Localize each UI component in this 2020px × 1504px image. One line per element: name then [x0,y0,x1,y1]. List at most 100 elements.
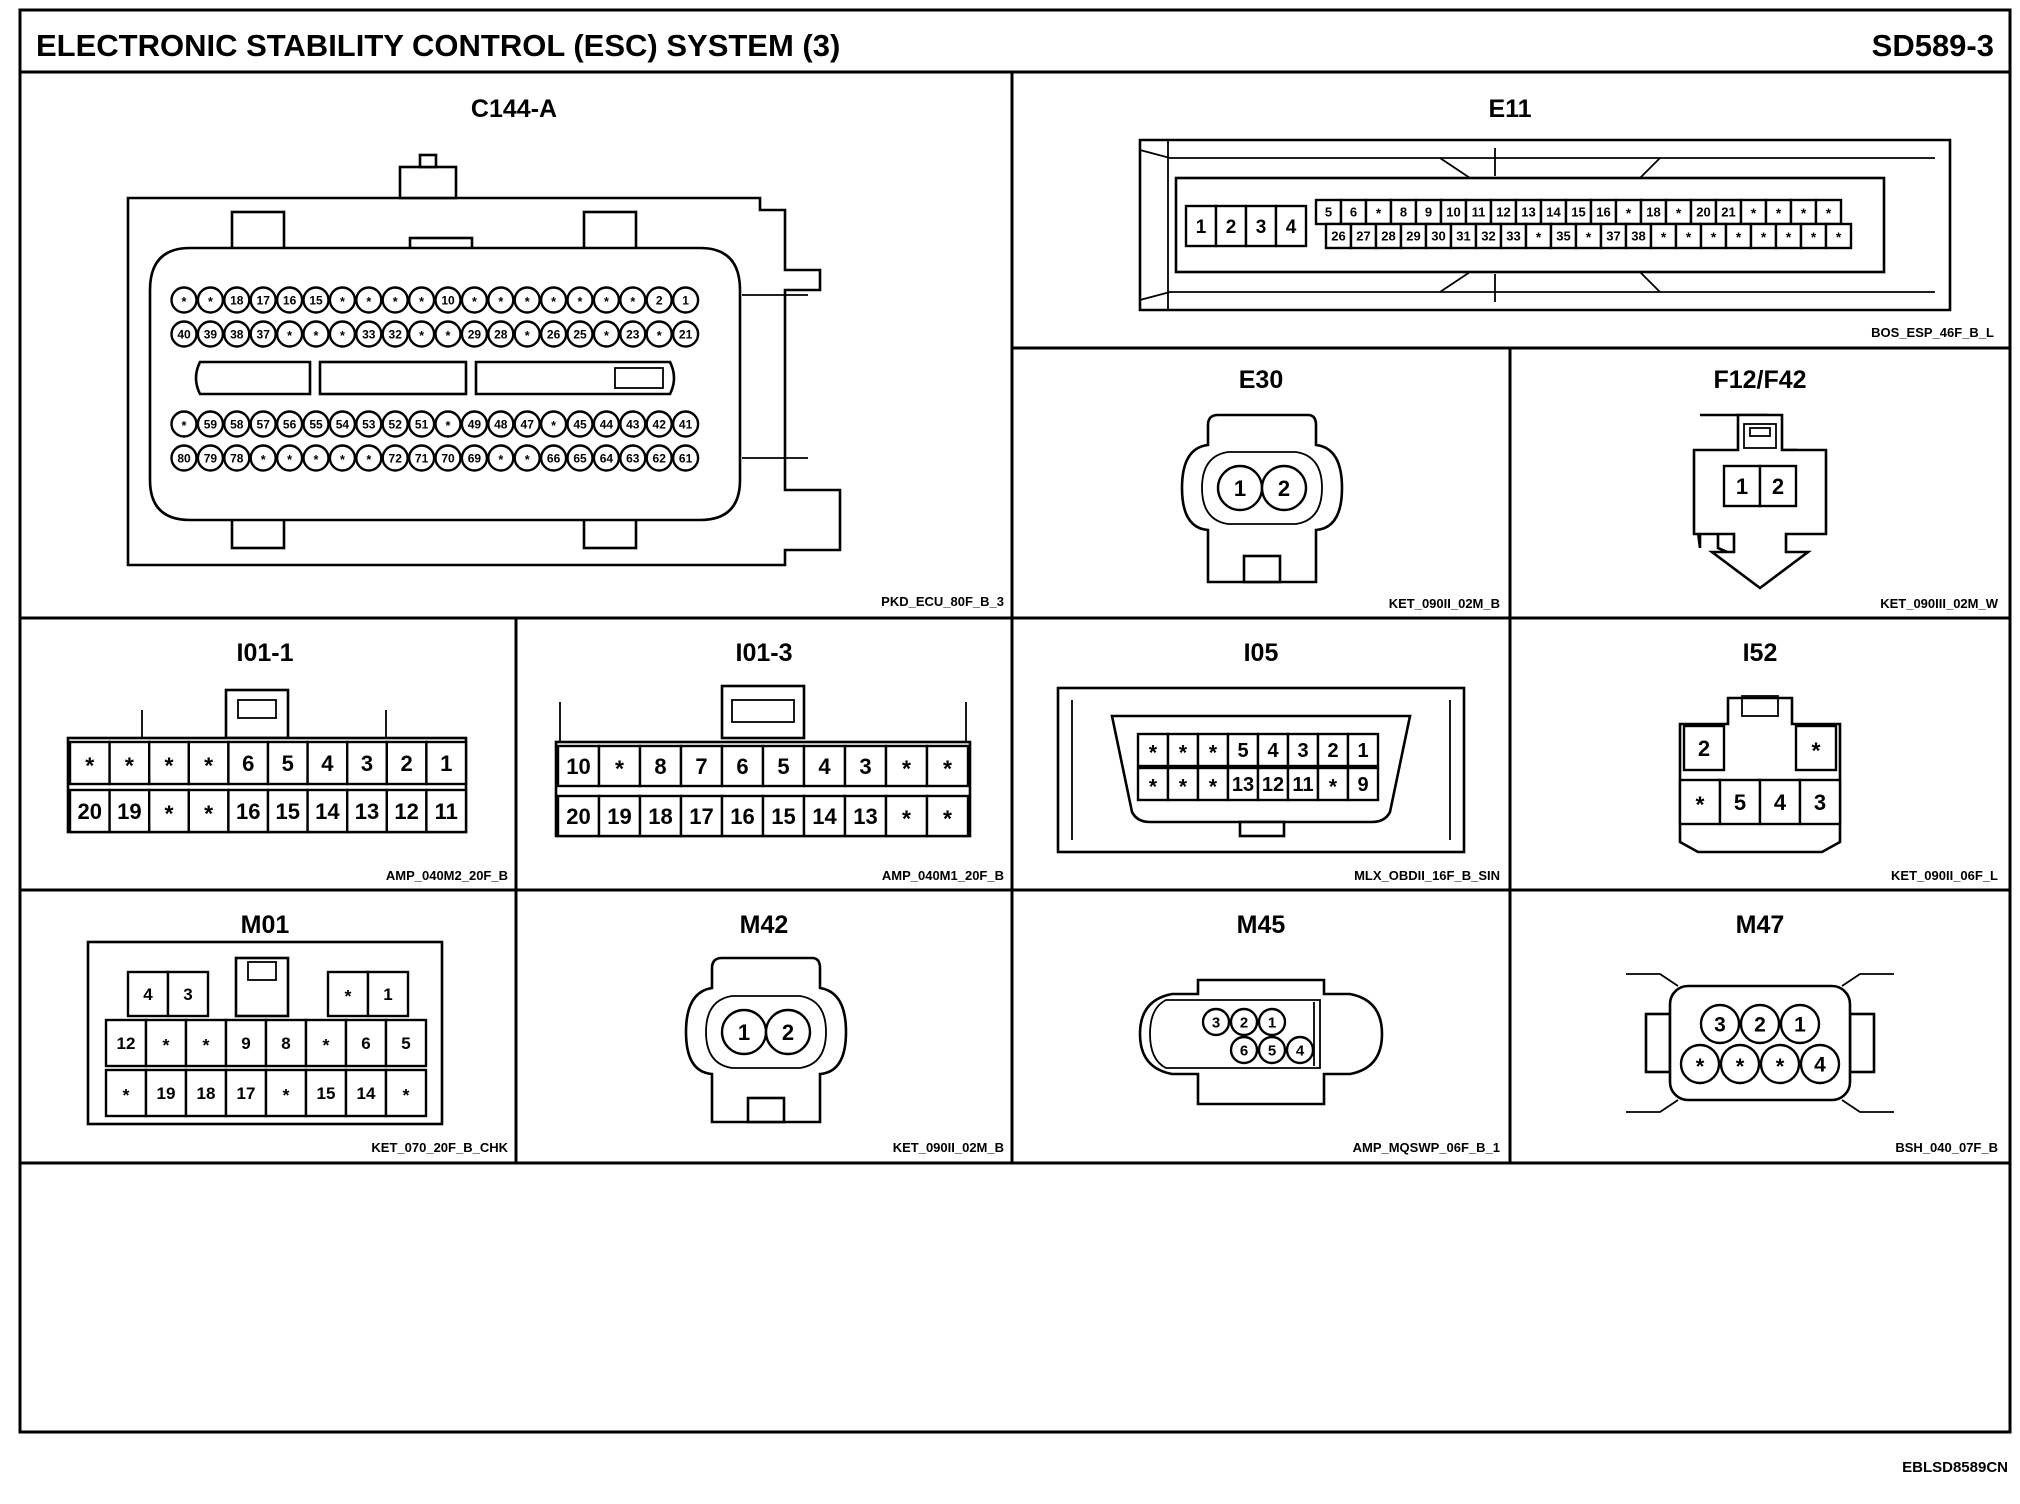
pin-cavity [1464,198,1493,226]
pin-label: 2 [1240,1014,1248,1031]
pin-label: * [1736,230,1742,245]
pin-label: 20 [78,799,102,824]
pin-label: 51 [415,417,429,431]
pin-cavity [513,444,541,472]
pin-label: 65 [573,451,587,465]
pin-cavity [1166,766,1200,802]
pin-cavity [592,286,621,314]
pin-label: * [204,801,213,827]
pin-label: 9 [1425,205,1432,220]
pin-cavity [597,794,642,838]
pin-label: 61 [679,451,693,465]
pin-label: 26 [1331,229,1345,244]
pin-label: 8 [1400,205,1407,220]
pin-cavity [802,794,847,838]
connector-name: M45 [1237,911,1286,939]
pin-label: 69 [468,451,482,465]
pin-label: 19 [117,799,141,824]
pin-label: * [1676,206,1682,221]
pin-cavity [487,286,515,314]
pin-cavity [407,320,436,348]
pin-label: 56 [283,417,297,431]
pin-cavity [384,1018,428,1068]
pin-label: 15 [276,799,300,824]
pin-label: 17 [257,293,271,307]
pin-cavity [1196,732,1230,768]
pin-label: 2 [1327,740,1338,762]
pin-label: * [393,295,398,309]
pin-cavity [275,444,304,472]
pin-cavity [1539,198,1568,226]
pin-label: * [345,986,352,1006]
pin-cavity [108,740,151,786]
pin-cavity [1474,222,1503,250]
pin-label: * [182,295,187,309]
pin-label: * [446,329,451,343]
pin-cavity [434,410,462,438]
pin-cavity [304,1068,348,1118]
pin-cavity [104,1068,148,1118]
pin-label: 16 [1596,205,1610,220]
pin-label: 28 [1381,229,1395,244]
pin-label: * [1686,230,1692,245]
pin-cavity [1424,222,1453,250]
pin-cavity [619,410,647,438]
pin-label: 21 [679,327,693,341]
pin-cavity [224,1068,268,1118]
pin-label: * [1179,776,1188,799]
part-number: AMP_040M2_20F_B [386,868,508,883]
pin-label: 5 [1268,1042,1276,1059]
pin-cavity [384,1068,428,1118]
pin-label: 4 [143,985,153,1004]
pin-label: * [165,753,174,779]
pin-label: 15 [771,804,795,829]
pin-label: 12 [1262,774,1284,796]
pin-cavity [566,444,594,472]
pin-cavity [487,320,515,348]
pin-cavity [1779,1003,1821,1045]
pin-label: 9 [241,1034,250,1053]
pin-cavity [460,410,489,438]
pin-cavity [223,410,251,438]
pin-label: 33 [1506,229,1520,244]
pin-cavity [249,320,277,348]
pin-label: * [604,329,609,343]
pin-label: 8 [281,1034,290,1053]
pin-label: 5 [401,1034,410,1053]
pin-label: 44 [600,417,614,431]
pin-label: 2 [1772,474,1784,499]
pin-label: 39 [204,327,218,341]
pin-label: 15 [309,293,323,307]
pin-label: 2 [1698,736,1710,761]
pin-label: 8 [654,754,666,779]
pin-label: 4 [321,751,334,776]
pin-cavity [539,444,568,472]
pin-cavity [645,320,673,348]
pin-label: * [525,295,530,309]
pin-label: 5 [282,751,294,776]
pin-cavity [196,410,225,438]
pin-cavity [344,1018,388,1068]
pin-label: * [1661,230,1667,245]
pin-cavity [460,444,489,472]
pin-label: 5 [1325,205,1332,220]
pin-cavity [1794,724,1838,772]
connector-name: I01-1 [237,639,294,667]
pin-cavity [1274,204,1308,248]
pin-cavity [513,286,541,314]
part-number: KET_090II_02M_B [1389,596,1500,611]
pin-cavity [1196,766,1230,802]
pin-label: * [403,1085,410,1105]
pin-cavity [355,410,383,438]
pin-cavity [1439,198,1468,226]
pin-label: 33 [362,327,376,341]
pin-label: 64 [600,451,614,465]
pin-label: 3 [361,751,373,776]
pin-label: * [1776,1054,1785,1079]
pin-label: 55 [309,417,323,431]
pin-label: 18 [197,1084,216,1103]
pin-label: * [261,453,266,467]
pin-label: 2 [1226,217,1237,238]
